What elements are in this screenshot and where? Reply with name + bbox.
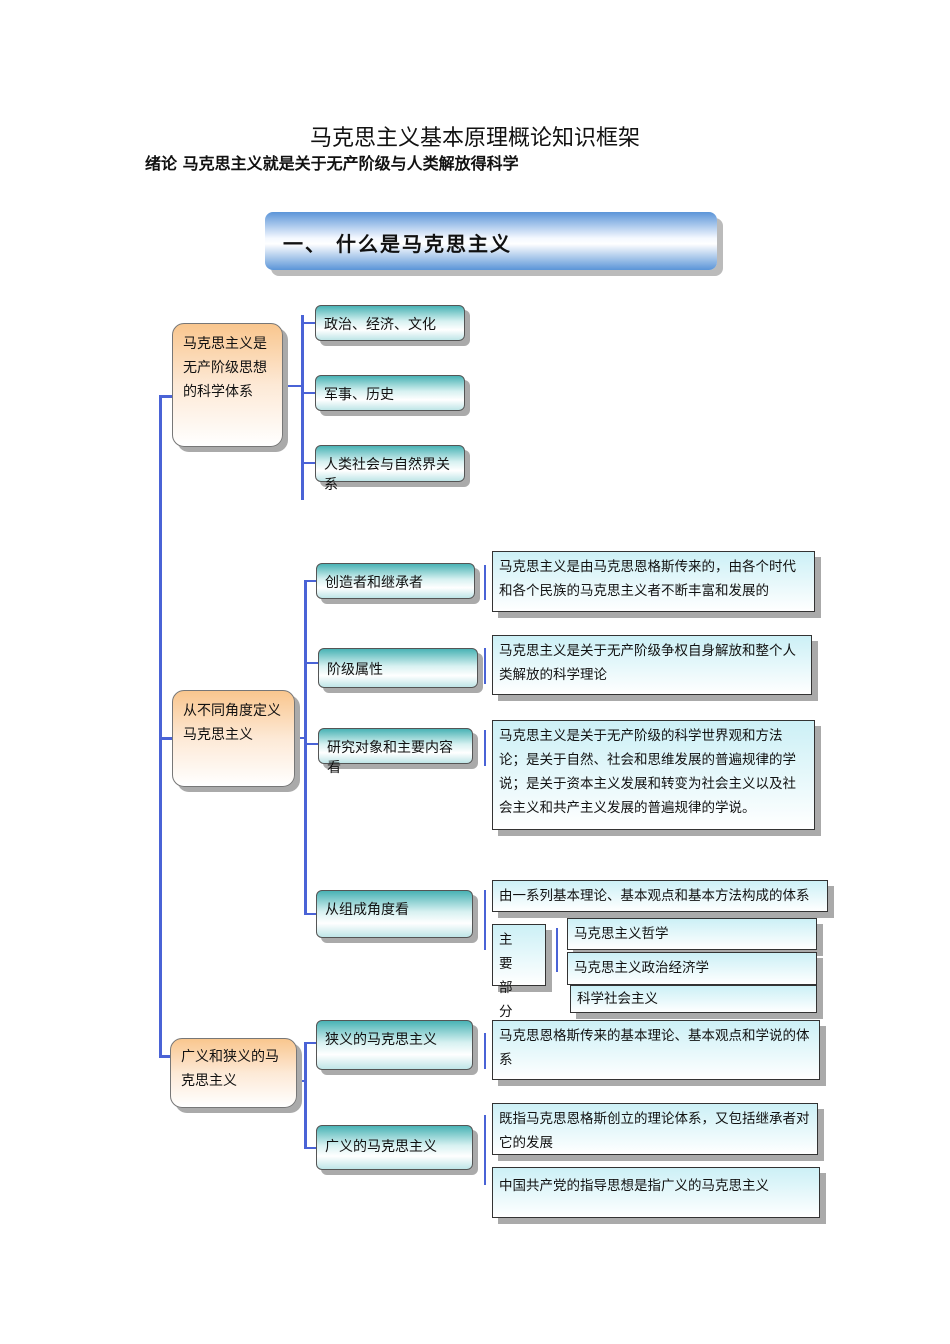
connector: [484, 1115, 486, 1185]
detail-box: 马克思主义是关于无产阶级争权自身解放和整个人类解放的科学理论: [492, 635, 812, 695]
connector: [556, 928, 558, 972]
connector: [484, 1033, 486, 1069]
category-box: 从不同角度定义马克思主义: [172, 690, 295, 787]
connector: [484, 565, 486, 600]
detail-box: 中国共产党的指导思想是指广义的马克思主义: [492, 1167, 820, 1218]
connector: [297, 1080, 306, 1082]
detail-box: 既指马克思恩格斯创立的理论体系，又包括继承者对它的发展: [492, 1103, 818, 1155]
connector: [159, 395, 173, 398]
parts-label-box: 主 要 部 分: [492, 924, 546, 1020]
group1-connector: [301, 315, 304, 500]
connector: [284, 385, 302, 387]
connector: [301, 322, 315, 324]
subtitle: 绪论 马克思主义就是关于无产阶级与人类解放得科学: [145, 154, 519, 173]
connector: [484, 648, 486, 684]
connector: [159, 737, 173, 740]
topic-box: 研究对象和主要内容看: [318, 728, 473, 776]
connector: [484, 730, 486, 766]
topic-box: 广义的马克思主义: [316, 1125, 473, 1170]
topic-box: 政治、经济、文化: [315, 305, 465, 341]
main-connector: [159, 395, 162, 1057]
section-banner: 一、 什么是马克思主义: [265, 212, 717, 270]
part-box: 科学社会主义: [570, 985, 817, 1013]
part-box: 马克思主义哲学: [567, 918, 817, 950]
topic-box: 人类社会与自然界关系: [315, 445, 465, 493]
category-box: 马克思主义是无产阶级思想的科学体系: [172, 323, 283, 447]
topic-box: 阶级属性: [318, 648, 478, 688]
connector: [484, 890, 486, 950]
connector: [296, 737, 306, 739]
connector: [159, 1055, 171, 1058]
topic-box: 军事、历史: [315, 375, 465, 411]
connector: [304, 913, 316, 915]
connector: [304, 580, 316, 582]
connector: [304, 1147, 316, 1149]
connector: [304, 1042, 316, 1044]
detail-box: 马克思主义是由马克思恩格斯传来的，由各个时代和各个民族的马克思主义者不断丰富和发…: [492, 551, 815, 612]
detail-box: 由一系列基本理论、基本观点和基本方法构成的体系: [492, 880, 828, 912]
connector: [304, 743, 318, 745]
group2-connector: [304, 580, 307, 915]
group3-connector: [304, 1042, 307, 1149]
part-box: 马克思主义政治经济学: [567, 952, 817, 985]
connector: [301, 462, 315, 464]
detail-box: 马克思主义是关于无产阶级的科学世界观和方法论；是关于自然、社会和思维发展的普遍规…: [492, 720, 815, 830]
topic-box: 创造者和继承者: [316, 563, 475, 599]
topic-box: 从组成角度看: [316, 890, 473, 938]
banner-text: 一、 什么是马克思主义: [283, 232, 512, 256]
topic-box: 狭义的马克思主义: [316, 1020, 473, 1070]
detail-box: 马克思恩格斯传来的基本理论、基本观点和学说的体系: [492, 1020, 820, 1080]
category-box: 广义和狭义的马克思主义: [170, 1038, 297, 1108]
page-title: 马克思主义基本原理概论知识框架: [309, 126, 640, 151]
connector: [304, 662, 318, 664]
connector: [301, 392, 315, 394]
